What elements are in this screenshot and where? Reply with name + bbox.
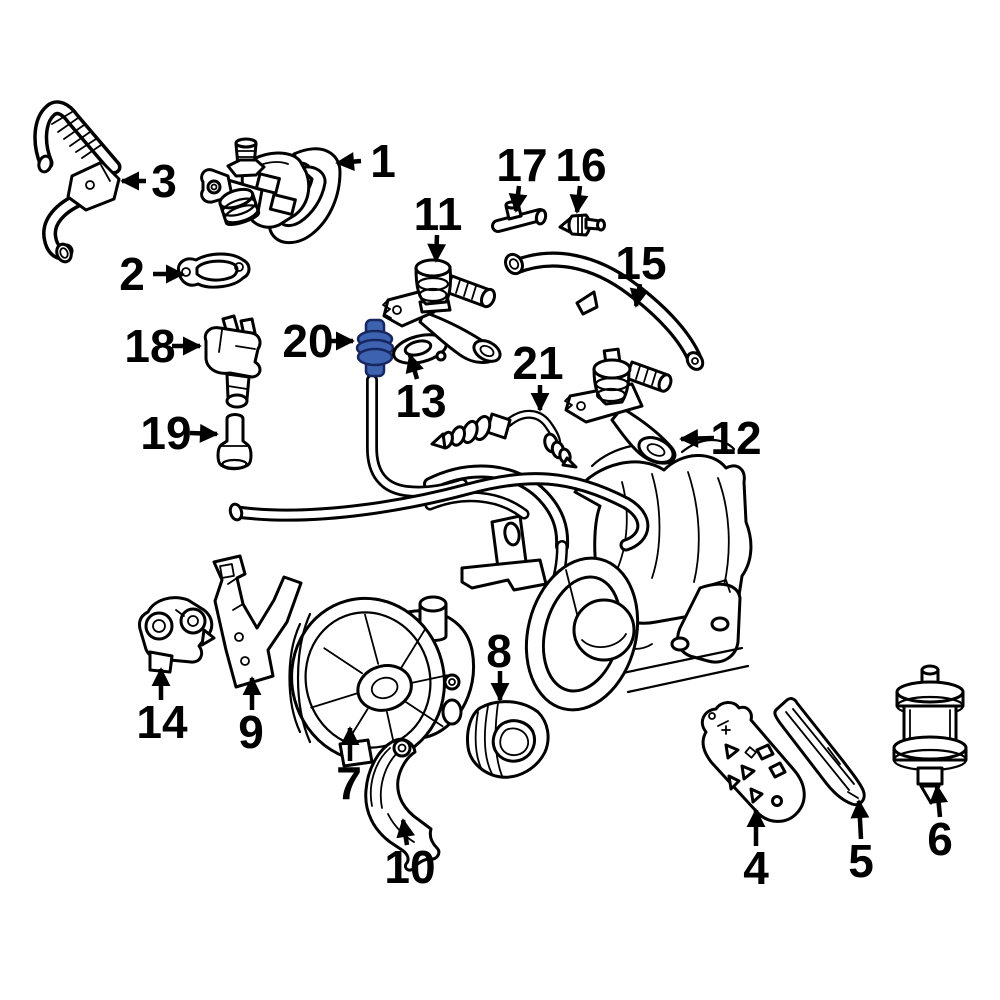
part-16-valve-drawing <box>558 213 606 237</box>
callout-21-label[interactable]: 21 <box>512 337 563 389</box>
callout-9-label[interactable]: 9 <box>238 706 264 758</box>
callout-1-arrow <box>335 152 362 172</box>
callout-15-arrow <box>629 283 649 308</box>
callout-19-arrow <box>189 423 219 443</box>
part-3-hose-drawing <box>33 100 122 264</box>
callout-11-label[interactable]: 11 <box>414 188 463 240</box>
part-6-filter-drawing <box>892 664 968 805</box>
part-12-check-valve-assembly-drawing <box>564 347 677 465</box>
long-sweep-hose <box>228 472 650 552</box>
part-20-check-valve-highlighted[interactable] <box>355 318 395 378</box>
callout-16-label[interactable]: 16 <box>555 139 606 191</box>
callout-3-label[interactable]: 3 <box>151 155 177 207</box>
callout-10-label[interactable]: 10 <box>384 841 435 893</box>
part-7-air-pump-drawing <box>288 595 475 768</box>
part-1-combination-valve-drawing <box>200 137 342 245</box>
callout-4-label[interactable]: 4 <box>743 842 769 894</box>
callout-7-label[interactable]: 7 <box>336 757 362 809</box>
callout-12-label[interactable]: 12 <box>710 412 761 464</box>
callout-18-label[interactable]: 18 <box>124 320 175 372</box>
callout-17-arrow <box>508 185 528 213</box>
callout-5-label[interactable]: 5 <box>848 835 874 887</box>
callout-15-label[interactable]: 15 <box>615 237 666 289</box>
callout-8-label[interactable]: 8 <box>486 625 512 677</box>
part-17-connector-drawing <box>491 200 548 233</box>
callout-12-arrow <box>679 429 715 448</box>
callout-10-arrow <box>396 818 416 846</box>
callout-6-label[interactable]: 6 <box>927 813 953 865</box>
part-21-oxygen-sensor-drawing <box>430 409 578 469</box>
callout-1-label[interactable]: 1 <box>370 135 396 187</box>
engine-manifold-drawing <box>423 438 753 712</box>
callout-5-arrow <box>850 799 870 840</box>
part-11-check-valve-assembly-drawing <box>382 258 502 364</box>
callout-19-label[interactable]: 19 <box>140 407 191 459</box>
part-2-gasket-drawing <box>176 252 251 289</box>
callout-13-label[interactable]: 13 <box>395 375 446 427</box>
callout-13-arrow <box>405 353 424 380</box>
callout-16-arrow <box>569 185 589 214</box>
part-8-coupling-drawing <box>466 700 550 779</box>
part-18-valve-drawing <box>203 314 262 409</box>
callout-6-arrow <box>929 784 949 818</box>
part-19-cap-drawing <box>216 413 253 471</box>
callout-11-arrow <box>427 234 447 263</box>
part-9-bracket-drawing <box>212 554 303 689</box>
part-4-bracket-drawing <box>700 701 806 823</box>
callout-17-label[interactable]: 17 <box>496 139 547 191</box>
callout-2-label[interactable]: 2 <box>119 248 145 300</box>
part-14-sensor-drawing <box>138 596 216 674</box>
callout-20-label[interactable]: 20 <box>282 315 333 367</box>
callout-14-label[interactable]: 14 <box>136 696 188 748</box>
